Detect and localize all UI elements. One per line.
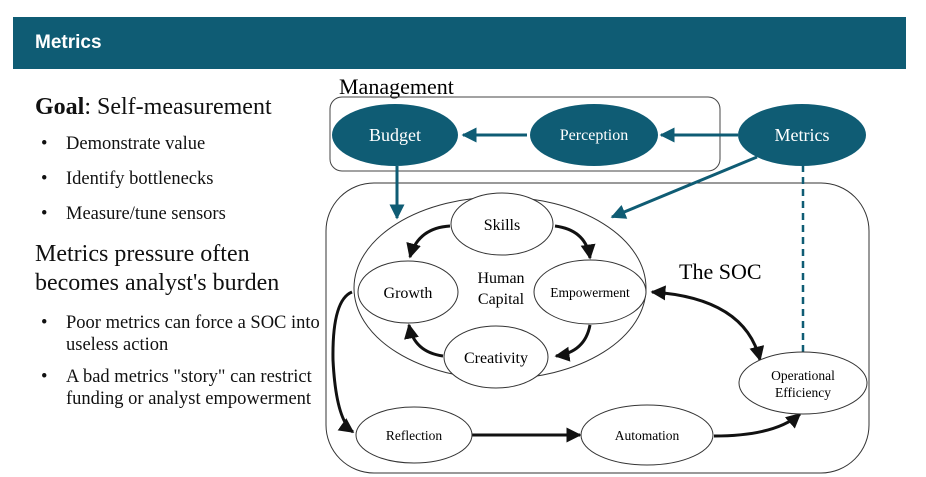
human-capital-label-line1: Human — [477, 270, 524, 287]
creativity-to-growth-arrow — [404, 323, 444, 358]
reflection-label: Reflection — [386, 428, 442, 443]
operational-efficiency-label-line1: Operational — [771, 368, 835, 383]
empowerment-node — [533, 259, 647, 325]
growth-node — [357, 260, 459, 324]
goal-bullet-list: Demonstrate value Identify bottlenecks M… — [34, 133, 226, 238]
goal-heading: Goal: Self-measurement — [35, 94, 272, 121]
perception-node — [530, 104, 658, 166]
management-label: Management — [339, 74, 454, 99]
empowerment-to-creativity-arrow — [554, 324, 592, 362]
goal-label: Goal — [35, 94, 85, 120]
creativity-label: Creativity — [464, 350, 528, 367]
human-capital-label-line2: Capital — [478, 291, 525, 308]
soc-box — [325, 182, 870, 474]
pressure-heading: Metrics pressure often becomes analyst's… — [35, 241, 280, 296]
growth-to-skills-arrow — [406, 224, 451, 259]
automation-node — [580, 404, 714, 466]
soc-label: The SOC — [679, 259, 762, 284]
skills-label: Skills — [484, 217, 520, 234]
skills-to-empowerment-arrow — [554, 224, 596, 260]
operational-efficiency-node — [738, 351, 868, 415]
perception-label: Perception — [560, 127, 628, 144]
pressure-bullet: Poor metrics can force a SOC into useles… — [34, 312, 324, 356]
empowerment-label: Empowerment — [550, 285, 630, 300]
metrics-to-human-capital-arrow — [610, 155, 758, 219]
growth-to-reflection-arrow — [331, 290, 355, 434]
creativity-node — [443, 325, 549, 389]
skills-node — [450, 192, 554, 256]
goal-bullet: Demonstrate value — [34, 133, 226, 155]
automation-to-efficiency-arrow — [713, 412, 802, 438]
empowerment-efficiency-arrow — [650, 285, 765, 362]
title-bar: Metrics — [13, 17, 906, 69]
slide-title: Metrics — [35, 32, 102, 53]
budget-label: Budget — [369, 125, 421, 145]
goal-rest: : Self-measurement — [84, 94, 272, 120]
metrics-label: Metrics — [775, 125, 830, 145]
reflection-node — [355, 406, 473, 464]
automation-label: Automation — [615, 428, 680, 443]
budget-node — [332, 104, 458, 166]
metrics-node — [738, 104, 866, 166]
goal-bullet: Measure/tune sensors — [34, 203, 226, 225]
pressure-bullet: A bad metrics "story" can restrict fundi… — [34, 366, 324, 410]
goal-bullet: Identify bottlenecks — [34, 168, 226, 190]
growth-label: Growth — [384, 285, 433, 302]
pressure-bullet-list: Poor metrics can force a SOC into useles… — [34, 312, 324, 420]
operational-efficiency-label-line2: Efficiency — [775, 385, 831, 400]
